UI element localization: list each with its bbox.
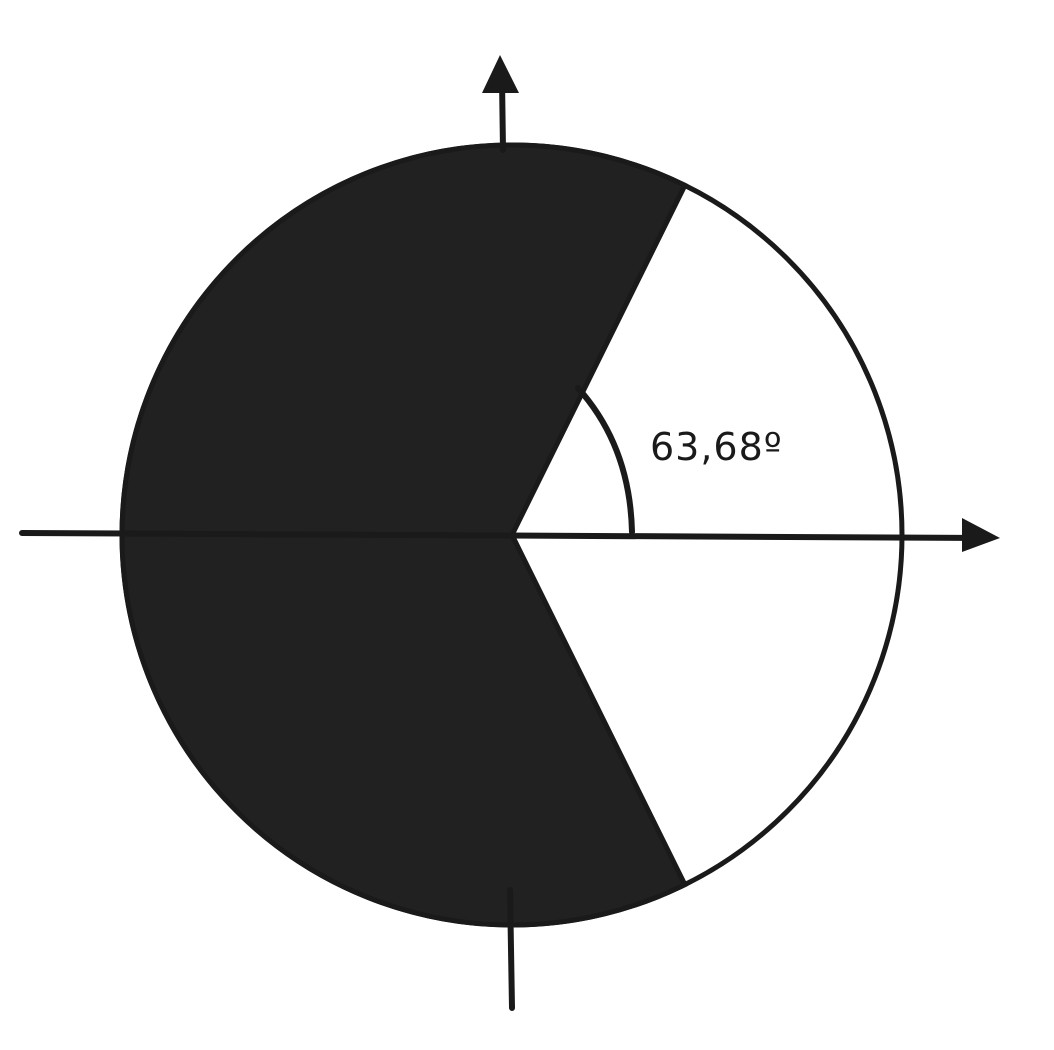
angle-arc (575, 385, 635, 535)
y-axis-lower (507, 887, 515, 1011)
angle-label: 63,68º (650, 425, 783, 469)
x-axis-arrowhead (962, 518, 1000, 552)
x-axis (19, 530, 988, 541)
y-axis-arrowhead (482, 55, 519, 93)
